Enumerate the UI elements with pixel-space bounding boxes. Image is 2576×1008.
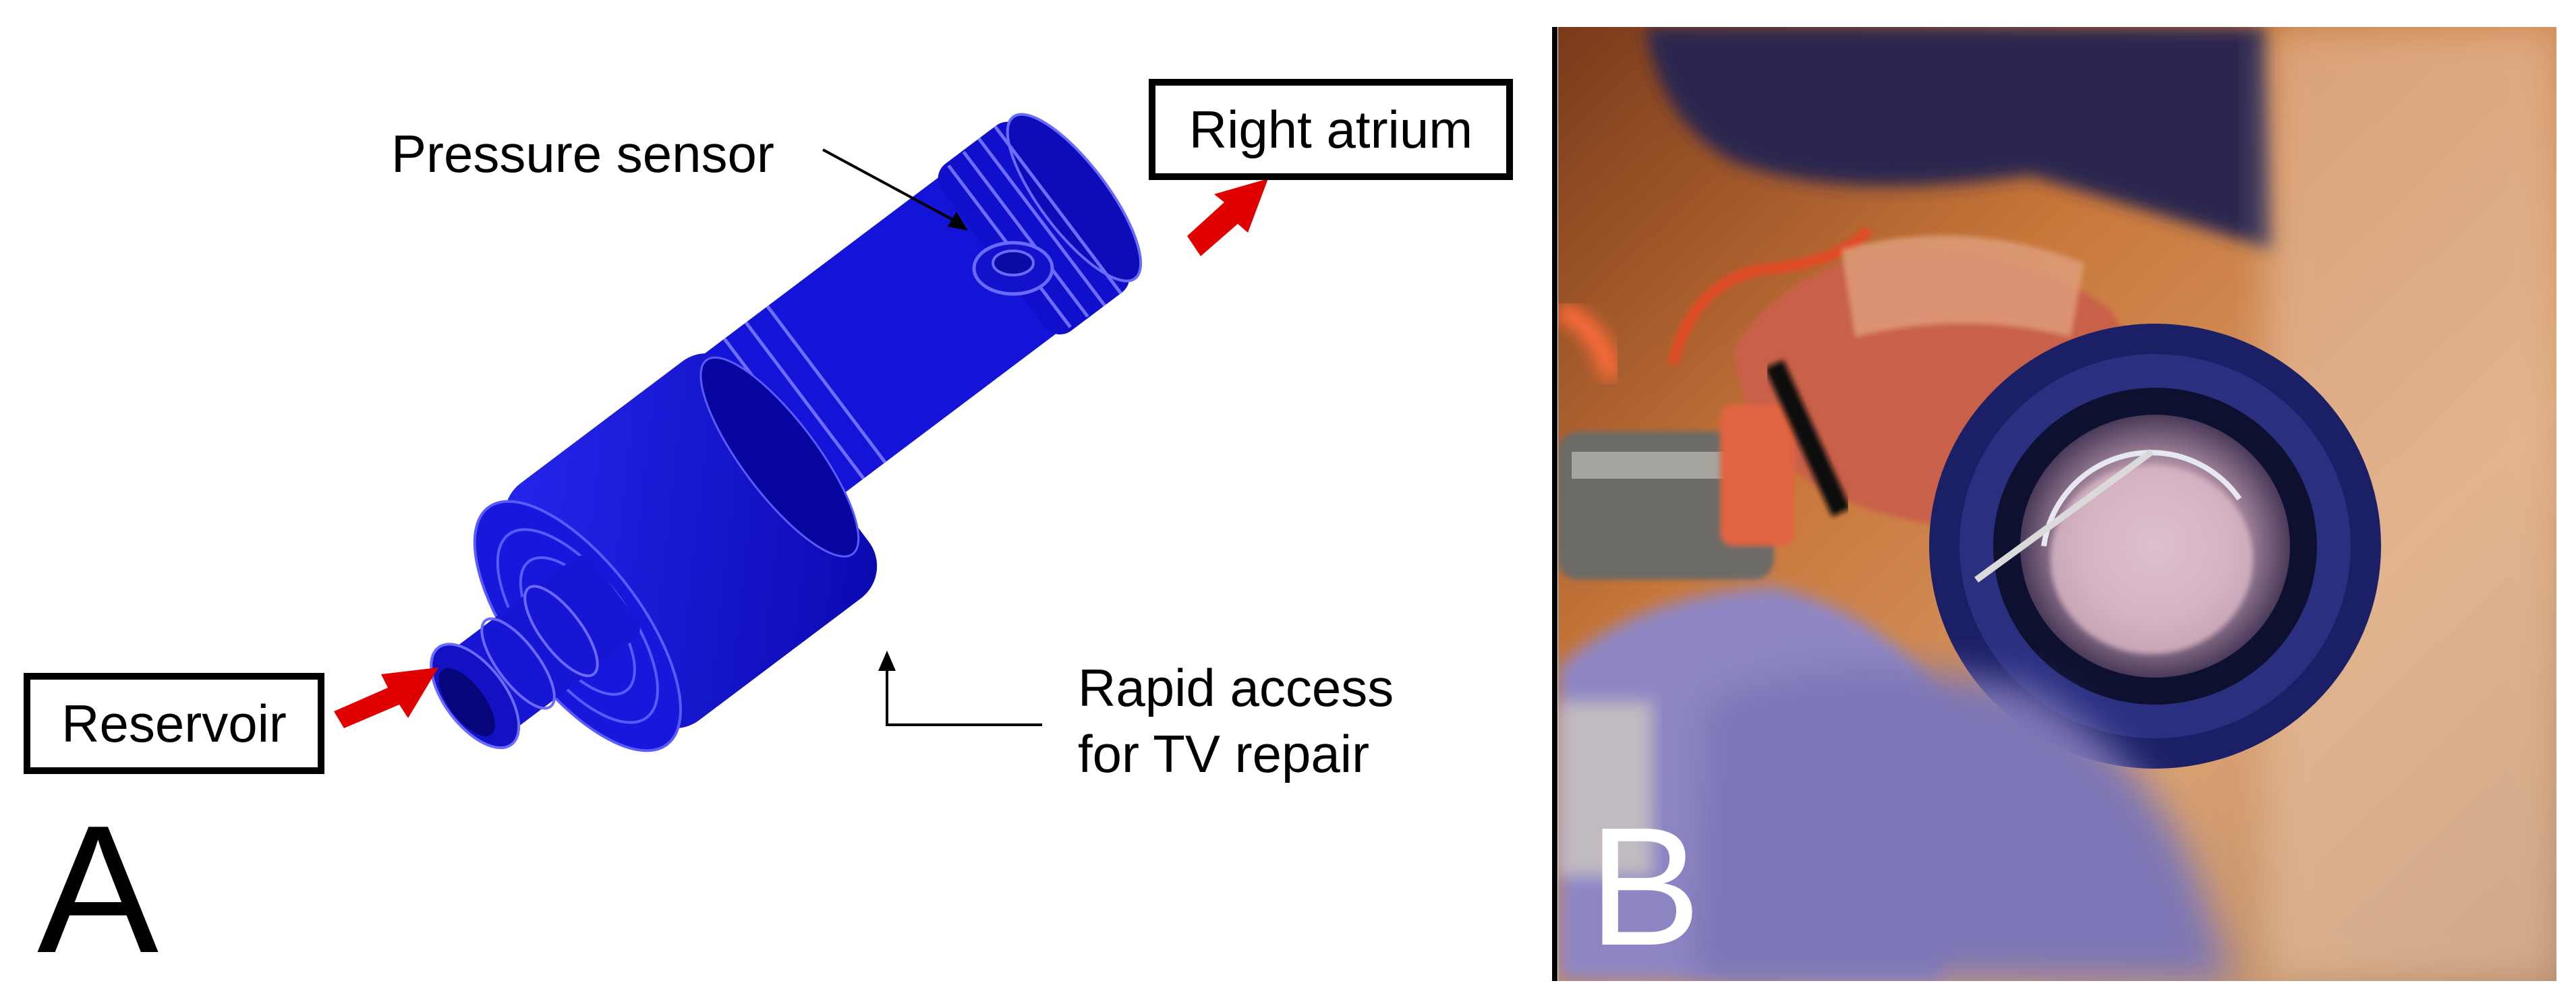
- reservoir-label-box: Reservoir: [24, 673, 324, 774]
- cad-adapter-drawing: [334, 113, 1268, 752]
- panel-a-letter: A: [37, 788, 159, 991]
- reservoir-label: Reservoir: [61, 693, 287, 753]
- panel-divider: [1552, 27, 1557, 981]
- rapid-access-label: Rapid access for TV repair: [1078, 655, 1394, 787]
- rapid-access-arrowhead: [878, 651, 896, 671]
- right-atrium-label-box: Right atrium: [1149, 79, 1513, 180]
- pressure-sensor-label: Pressure sensor: [391, 124, 774, 183]
- callout-lines: [822, 148, 1042, 726]
- panel-b-photo: B: [1558, 27, 2556, 981]
- red-flow-arrow-outlet: [1187, 179, 1268, 256]
- right-atrium-label: Right atrium: [1189, 99, 1473, 159]
- photo-of-heart-with-adapter: [1558, 27, 2556, 981]
- rapid-access-line-2: for TV repair: [1078, 723, 1370, 783]
- red-flow-arrow-inlet: [334, 668, 438, 728]
- panel-b-letter: B: [1588, 792, 1701, 980]
- pressure-sensor-port: [972, 241, 1054, 296]
- rapid-access-line-1: Rapid access: [1078, 658, 1394, 717]
- inlet-barb: [430, 555, 640, 750]
- blue-adapter-ring: [1929, 324, 2381, 769]
- pressure-sensor-arrowhead: [948, 212, 968, 231]
